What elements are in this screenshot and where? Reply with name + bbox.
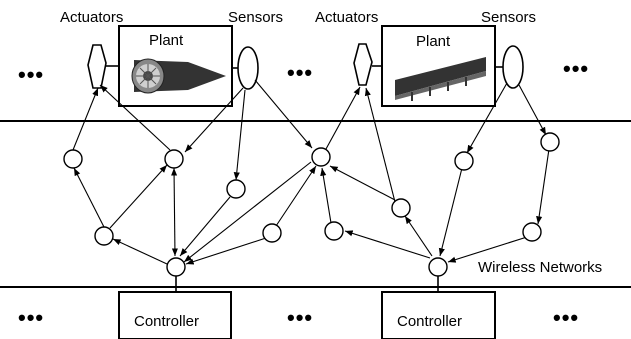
network-edges [72,79,550,265]
bridge-icon [395,57,486,101]
node-left-3 [226,179,246,199]
node-right-5 [540,132,560,152]
gateway-node-right [428,257,448,277]
controller-box-right [381,291,496,339]
ellipsis-bottom-middle: ••• [287,305,313,330]
actuator-right [353,43,382,86]
sensors-label-right: Sensors [481,9,536,26]
ellipsis-bottom-right: ••• [553,305,579,330]
actuators-label-left: Actuators [60,9,123,26]
sensors-label-left: Sensors [228,9,283,26]
node-right-2 [391,198,411,218]
jet-engine-icon [131,58,226,94]
network-nodes [63,132,560,277]
ellipsis-bottom-left: ••• [18,305,44,330]
node-right-1 [311,147,331,167]
wireless-networks-label: Wireless Networks [478,259,602,276]
plant-label-left: Plant [149,32,184,49]
ellipsis-top-right: ••• [563,56,589,81]
node-right-3 [324,221,344,241]
actuators-label-right: Actuators [315,9,378,26]
node-left-5 [262,223,282,243]
ellipsis-top-left: ••• [18,62,44,87]
node-left-4 [94,226,114,246]
node-left-1 [63,149,83,169]
actuator-left [87,44,119,89]
node-right-6 [522,222,542,242]
sensor-left [232,46,259,90]
controller-label-left: Controller [134,313,199,330]
ellipsis-top-middle: ••• [287,60,313,85]
gateway-node-left [166,257,186,277]
node-left-2 [164,149,184,169]
sensor-right [495,45,524,89]
controller-label-right: Controller [397,313,462,330]
controller-box-left [118,291,232,339]
plant-label-right: Plant [416,33,451,50]
node-right-4 [454,151,474,171]
